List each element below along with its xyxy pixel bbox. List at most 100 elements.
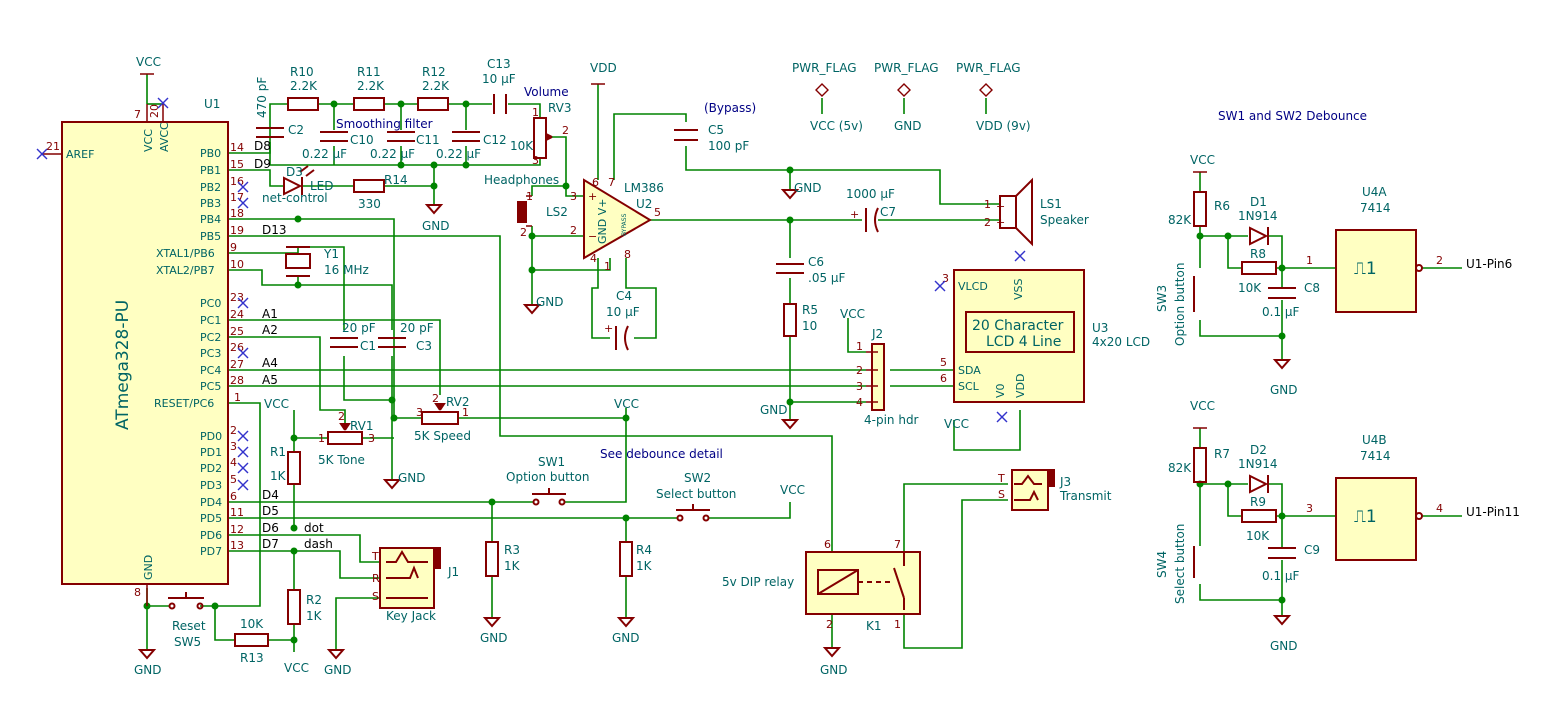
u1-ref: U1 (204, 97, 220, 111)
mcu-u1: ATmega328-PU U1 VCC AVCC 7 20 AREF 21 GN… (36, 55, 229, 606)
svg-text:D2: D2 (1250, 443, 1267, 457)
svg-text:Volume: Volume (524, 85, 569, 99)
svg-text:dash: dash (304, 537, 333, 551)
svg-text:U3: U3 (1092, 321, 1108, 335)
svg-text:RV3: RV3 (548, 101, 572, 115)
svg-text:GND: GND (398, 471, 426, 485)
svg-text:R14: R14 (384, 173, 408, 187)
svg-text:C6: C6 (808, 255, 824, 269)
svg-text:VCC: VCC (944, 417, 969, 431)
svg-text:10K: 10K (510, 139, 534, 153)
power-flags: PWR_FLAG PWR_FLAG PWR_FLAG VCC (5v) GND … (792, 61, 1031, 133)
svg-text:PD4: PD4 (200, 496, 222, 509)
svg-text:3: 3 (856, 380, 863, 393)
svg-text:S: S (372, 590, 379, 603)
svg-text:J3: J3 (1059, 475, 1071, 489)
svg-text:1: 1 (532, 106, 539, 119)
svg-text:Smoothing filter: Smoothing filter (336, 117, 433, 131)
svg-text:PB1: PB1 (200, 164, 221, 177)
svg-text:6: 6 (230, 490, 237, 503)
svg-text:5K Speed: 5K Speed (414, 429, 471, 443)
svg-text:R: R (372, 572, 380, 585)
svg-text:U4B: U4B (1362, 433, 1387, 447)
svg-text:D3: D3 (286, 165, 303, 179)
svg-text:U4A: U4A (1362, 185, 1387, 199)
svg-text:15: 15 (230, 158, 244, 171)
svg-text:GND: GND (760, 403, 788, 417)
transmit-j3: T S J3 Transmit (997, 469, 1112, 511)
svg-text:RESET/PC6: RESET/PC6 (154, 397, 214, 410)
svg-text:GND: GND (894, 119, 922, 133)
svg-text:C1: C1 (360, 339, 376, 353)
svg-text:+: + (588, 190, 597, 203)
svg-text:18: 18 (230, 207, 244, 220)
svg-text:LED: LED (310, 179, 334, 193)
svg-text:A1: A1 (262, 307, 278, 321)
svg-text:GND: GND (134, 663, 162, 677)
svg-text:R12: R12 (422, 65, 446, 79)
svg-text:GND: GND (142, 555, 155, 580)
svg-text:Reset: Reset (172, 619, 206, 633)
svg-text:7: 7 (134, 108, 141, 121)
svg-text:+: + (996, 216, 1005, 229)
svg-text:0.22 µF: 0.22 µF (302, 147, 347, 161)
svg-text:−: − (996, 200, 1005, 213)
svg-text:2: 2 (856, 364, 863, 377)
svg-text:3: 3 (368, 432, 375, 445)
svg-text:7: 7 (894, 538, 901, 551)
svg-text:PD7: PD7 (200, 545, 222, 558)
svg-text:Option button: Option button (1173, 263, 1187, 346)
svg-text:VLCD: VLCD (958, 280, 988, 293)
svg-text:net-control: net-control (262, 191, 328, 205)
svg-text:PC2: PC2 (200, 331, 221, 344)
svg-text:PB0: PB0 (200, 147, 221, 160)
svg-text:1: 1 (1306, 254, 1313, 267)
svg-text:3: 3 (416, 406, 423, 419)
svg-text:GND: GND (536, 295, 564, 309)
svg-text:100 pF: 100 pF (708, 139, 749, 153)
svg-text:VCC: VCC (840, 307, 865, 321)
svg-text:24: 24 (230, 308, 244, 321)
svg-text:Key Jack: Key Jack (386, 609, 436, 623)
svg-text:2.2K: 2.2K (357, 79, 385, 93)
svg-text:D7: D7 (262, 537, 279, 551)
mcu-name: ATmega328-PU (113, 300, 133, 430)
svg-text:3: 3 (532, 154, 539, 167)
svg-text:4-pin hdr: 4-pin hdr (864, 413, 919, 427)
svg-text:BYPASS: BYPASS (621, 213, 628, 236)
svg-text:D9: D9 (254, 157, 271, 171)
svg-text:GND: GND (324, 663, 352, 677)
svg-text:A5: A5 (262, 373, 278, 387)
wires (146, 74, 1462, 652)
svg-text:PD1: PD1 (200, 446, 222, 459)
svg-text:PD5: PD5 (200, 512, 222, 525)
net-labels: D8 D9 D13 A1 A2 A4 A5 D4 D5 D6 D7 dot da… (254, 139, 1520, 551)
svg-text:VCC (5v): VCC (5v) (810, 119, 863, 133)
svg-text:28: 28 (230, 374, 244, 387)
svg-text:20 Character: 20 Character (972, 318, 1064, 334)
svg-text:VDD (9v): VDD (9v) (976, 119, 1031, 133)
svg-text:U2: U2 (636, 197, 652, 211)
svg-text:1: 1 (604, 260, 611, 273)
svg-text:330: 330 (358, 197, 381, 211)
svg-text:5K Tone: 5K Tone (318, 453, 365, 467)
svg-text:1: 1 (984, 198, 991, 211)
svg-text:XTAL1/PB6: XTAL1/PB6 (156, 247, 215, 260)
vcc-label-mcu: VCC (136, 55, 161, 69)
svg-text:PWR_FLAG: PWR_FLAG (874, 61, 939, 75)
svg-text:SW5: SW5 (174, 635, 201, 649)
svg-text:2: 2 (432, 392, 439, 405)
svg-text:5: 5 (940, 356, 947, 369)
svg-text:19: 19 (230, 224, 244, 237)
svg-text:PWR_FLAG: PWR_FLAG (792, 61, 857, 75)
svg-text:5: 5 (654, 206, 661, 219)
svg-text:A4: A4 (262, 356, 278, 370)
svg-text:C10: C10 (350, 133, 374, 147)
svg-text:1: 1 (318, 432, 325, 445)
svg-text:PC0: PC0 (200, 297, 221, 310)
svg-text:R11: R11 (357, 65, 381, 79)
svg-text:XTAL2/PB7: XTAL2/PB7 (156, 264, 215, 277)
svg-text:U1-Pin6: U1-Pin6 (1466, 257, 1512, 271)
